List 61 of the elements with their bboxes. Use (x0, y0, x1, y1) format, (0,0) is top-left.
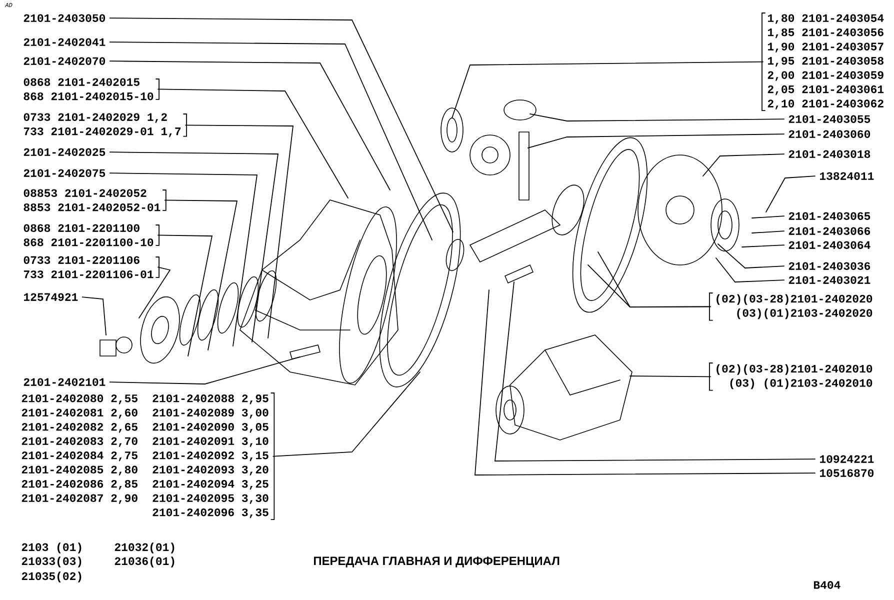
leader-line (702, 154, 784, 176)
leader-line (109, 172, 258, 346)
part-number: 2101-2403036 (788, 262, 870, 270)
part-number: 2101-2403021 (788, 276, 870, 284)
part-number-list: 1,80 2101-2403054 1,85 2101-2403056 1,90 2101-2403057 1,95 2101-2403058 2,00 2101-2403059 2,05 2101-2403061 2,10 2101-2403062 (768, 14, 884, 110)
model-code: 21033(03) (22, 556, 82, 568)
model-code: 21032(01) (114, 542, 174, 554)
leader-line (158, 88, 348, 198)
leader-line (138, 266, 171, 318)
leader-line (474, 290, 816, 476)
part-number: 2101-2402070 (24, 57, 106, 65)
part-number-list: (02)(03-28)2101-2402020 (03)(01)2103-2402020 (716, 294, 872, 320)
part-number: 2101-2403050 (24, 14, 106, 22)
part-number: 2101-2402075 (24, 169, 106, 177)
part-number-list: 0868 2101-2201100 868 2101-2201100-10 (24, 224, 154, 246)
part-number: 2101-2403055 (788, 115, 870, 123)
part-number: 2101-2403018 (788, 150, 870, 158)
leader-line (766, 176, 816, 212)
part-number-list: 08853 2101-2402052 8853 2101-2402052-01 (24, 189, 160, 212)
part-number: 2101-2403060 (788, 130, 870, 138)
leader-line (630, 376, 711, 378)
part-number: 10516870 (820, 469, 874, 477)
title: ПЕРЕДАЧА ГЛАВНАЯ И ДИФФЕРЕНЦИАЛ (314, 556, 560, 568)
leader-line (452, 61, 764, 118)
leader-line (109, 42, 432, 240)
leader-line (742, 244, 784, 248)
leader-line (530, 114, 784, 122)
part-number-list: 0733 2101-2402029 1,2 733 2101-2402029-01 1,7 (24, 113, 181, 138)
leader-line (82, 296, 106, 336)
part-number: 2101-2402025 (24, 148, 106, 156)
model-code: 21035(02) (22, 572, 82, 582)
part-number-list: 0868 2101-2402015 868 2101-2402015-10 (24, 78, 154, 100)
leader-line (164, 200, 238, 350)
leader-line (528, 134, 784, 148)
part-number: 2101-2403066 (788, 227, 870, 235)
part-number: 10924221 (820, 455, 874, 463)
leader-line (272, 372, 420, 457)
leader-line (588, 264, 711, 308)
leader-line (752, 216, 784, 218)
model-code: 21036(01) (114, 556, 174, 568)
part-number-table: 2101-2402080 2,55 2101-2402088 2,95 2101-2402081 2,60 2101-2402089 3,00 2101-2402082 2,65 2101-2402090 3,05 2101-2402083 2,70 2101-2402091 3,10 2101-2402084 2,75 2101-2402092 3,15 2101-2402085 2,80 2101-2402093 3,20 2101-2402086 2,85 2101-2402094 3,25 2101-2402087 2,90 2101-2402095 3,30 2101-2402096 3,35 (22, 394, 268, 518)
page-code: B404 (814, 581, 840, 589)
leader-line (185, 124, 294, 338)
leader-line (109, 60, 390, 190)
leader-line (158, 234, 213, 356)
part-number: 2101-2403064 (788, 241, 870, 249)
model-code: 2103 (01) (22, 542, 82, 554)
part-number: 2101-2403065 (788, 212, 870, 220)
part-number: 12574921 (24, 293, 78, 301)
part-number: 2101-2402101 (24, 378, 106, 386)
leader-line (109, 18, 454, 232)
leader-line (494, 282, 816, 462)
part-number-list: 0733 2101-2201106 733 2101-2201106-01 (24, 256, 154, 278)
leader-line (718, 244, 784, 268)
leader-line (716, 258, 784, 282)
leader-line (752, 230, 784, 234)
part-number-list: (02)(03-28)2101-2402010 (03) (01)2103-2402010 (716, 364, 872, 390)
leader-line (109, 356, 300, 384)
part-number: 13824011 (820, 172, 874, 180)
leader-line (109, 152, 279, 342)
part-number: 2101-2402041 (24, 38, 106, 46)
